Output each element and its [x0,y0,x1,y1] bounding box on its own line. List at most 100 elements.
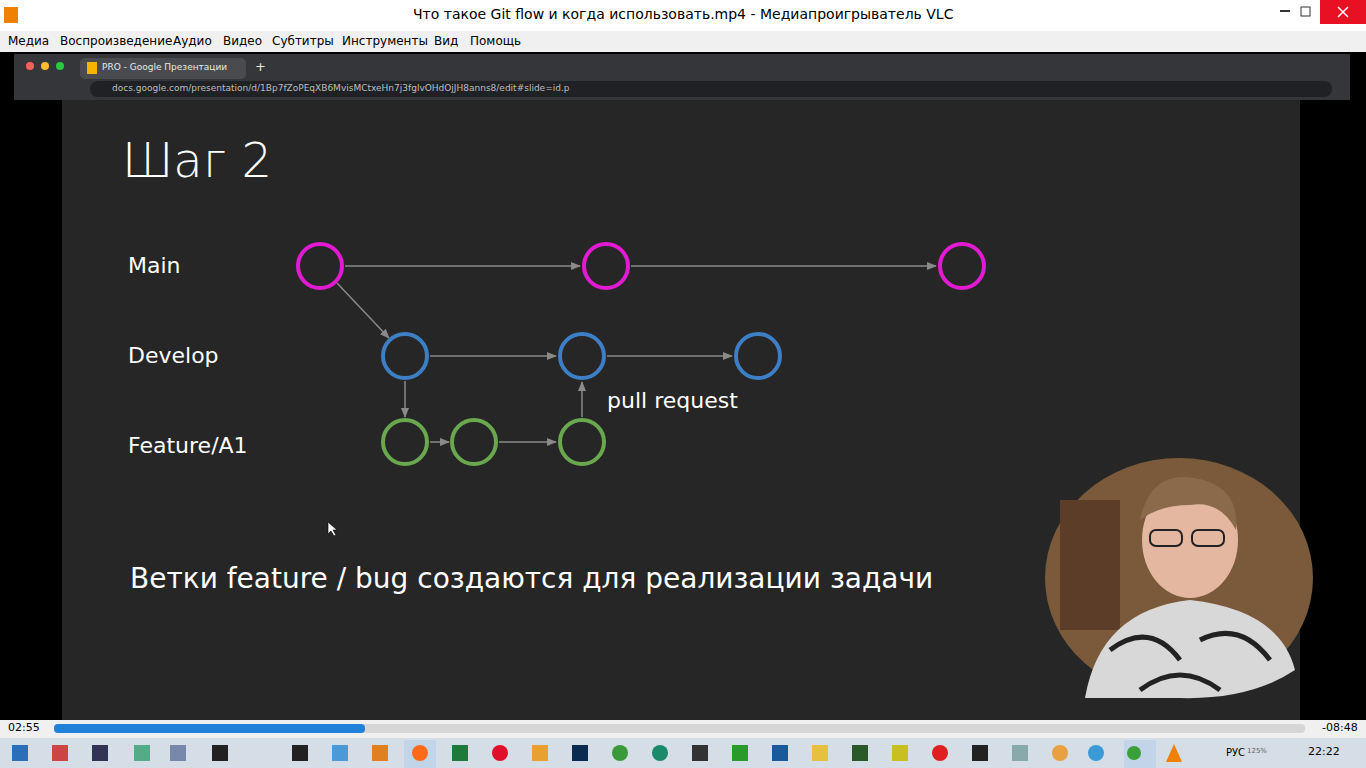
seek-track [54,724,1305,733]
vlc-taskbar-icon [1166,744,1182,762]
arrow [345,265,580,267]
app-icon [452,745,468,761]
arrow [607,355,732,357]
mouse-cursor [328,522,337,536]
clock: 22:22 [1308,746,1340,759]
app-icon [212,745,228,761]
app-icon [134,745,150,761]
active-app [1124,740,1156,768]
arrow [581,382,583,417]
app-icon [372,745,388,761]
app-icon [170,745,186,761]
maximize-icon [1301,7,1310,16]
branch-name: Main [128,253,181,278]
zoom-level: 125% [1247,747,1267,755]
menu-item: Субтитры [272,35,334,49]
menu-bar [0,31,1366,52]
main-commit [298,244,342,288]
slide-caption: Ветки feature / bug создаются для реализ… [130,563,933,595]
title-bar [0,0,1366,31]
arrow [404,381,406,417]
develop-commit [560,334,604,378]
shirt-pattern [1110,633,1270,690]
browser-tab [80,58,246,79]
arrow [430,355,556,357]
app-icon [652,745,668,761]
app-icon [772,745,788,761]
main-commit [584,244,628,288]
app-icon [892,745,908,761]
browser-chrome [14,54,1350,100]
edge-note: pull request [607,388,738,413]
menu-item: Инструменты [342,35,428,49]
develop-commit [736,334,780,378]
app-icon [1127,746,1141,760]
app-icon [92,745,108,761]
commit-circles [298,244,984,464]
address-bar [90,81,1332,97]
menu-item: Помощь [470,35,521,49]
app-icon [852,745,868,761]
glasses [1192,530,1224,546]
arrow [499,441,556,443]
arrow [337,283,389,338]
app-icon [1012,745,1028,761]
webcam-background [1045,458,1313,698]
slide-background [62,100,1300,720]
vlc-icon [4,7,18,23]
app-icon [332,745,348,761]
feature-commit [452,420,496,464]
arrow [631,265,936,267]
app-icon [52,745,68,761]
main-commit [940,244,984,288]
video-area [0,52,1366,720]
app-icon [932,745,948,761]
active-app [404,740,436,768]
remaining-time: -08:48 [1322,722,1358,735]
app-icon [492,745,508,761]
app-icon [1088,745,1104,761]
app-icon [972,745,988,761]
hair [1140,477,1236,530]
taskbar-icons [12,740,1182,768]
window-dot [41,62,49,70]
app-icon [812,745,828,761]
app-icon [612,745,628,761]
feature-commit [383,420,427,464]
close-button [1320,0,1366,24]
webcam-overlay [1045,458,1313,698]
app-icon [292,745,308,761]
git-arrows [337,266,936,442]
seek-progress [54,724,365,733]
seek-bar-panel [0,720,1366,738]
menu-item: Воспроизведение [60,35,172,49]
glasses [1150,530,1182,546]
browser-tab-title: PRO - Google Презентации [102,62,227,72]
feature-commit [560,420,604,464]
taskbar [0,738,1366,768]
branch-name: Develop [128,343,219,368]
keyboard-language: РУС [1226,747,1245,759]
address-url: docs.google.com/presentation/d/1Bp7fZoPE… [112,83,569,93]
elapsed-time: 02:55 [8,722,40,735]
window-title: Что такое Git flow и когда использовать.… [413,6,953,22]
app-icon [1052,745,1068,761]
app-icon [572,745,588,761]
menu-item: Аудио [173,35,212,49]
menu-item: Видео [223,35,262,49]
bookshelf [1060,500,1120,630]
window-dot [56,62,64,70]
menu-item: Медиа [8,35,49,49]
slide-title: Шаг 2 [122,133,272,188]
develop-commit [383,334,427,378]
app-icon [412,745,428,761]
app-icon [532,745,548,761]
new-tab-button: + [255,60,266,75]
branch-name: Feature/A1 [128,433,248,458]
start-button [12,745,28,761]
window-dot [26,62,34,70]
minimize-icon [1280,10,1290,12]
arrow [430,441,449,443]
